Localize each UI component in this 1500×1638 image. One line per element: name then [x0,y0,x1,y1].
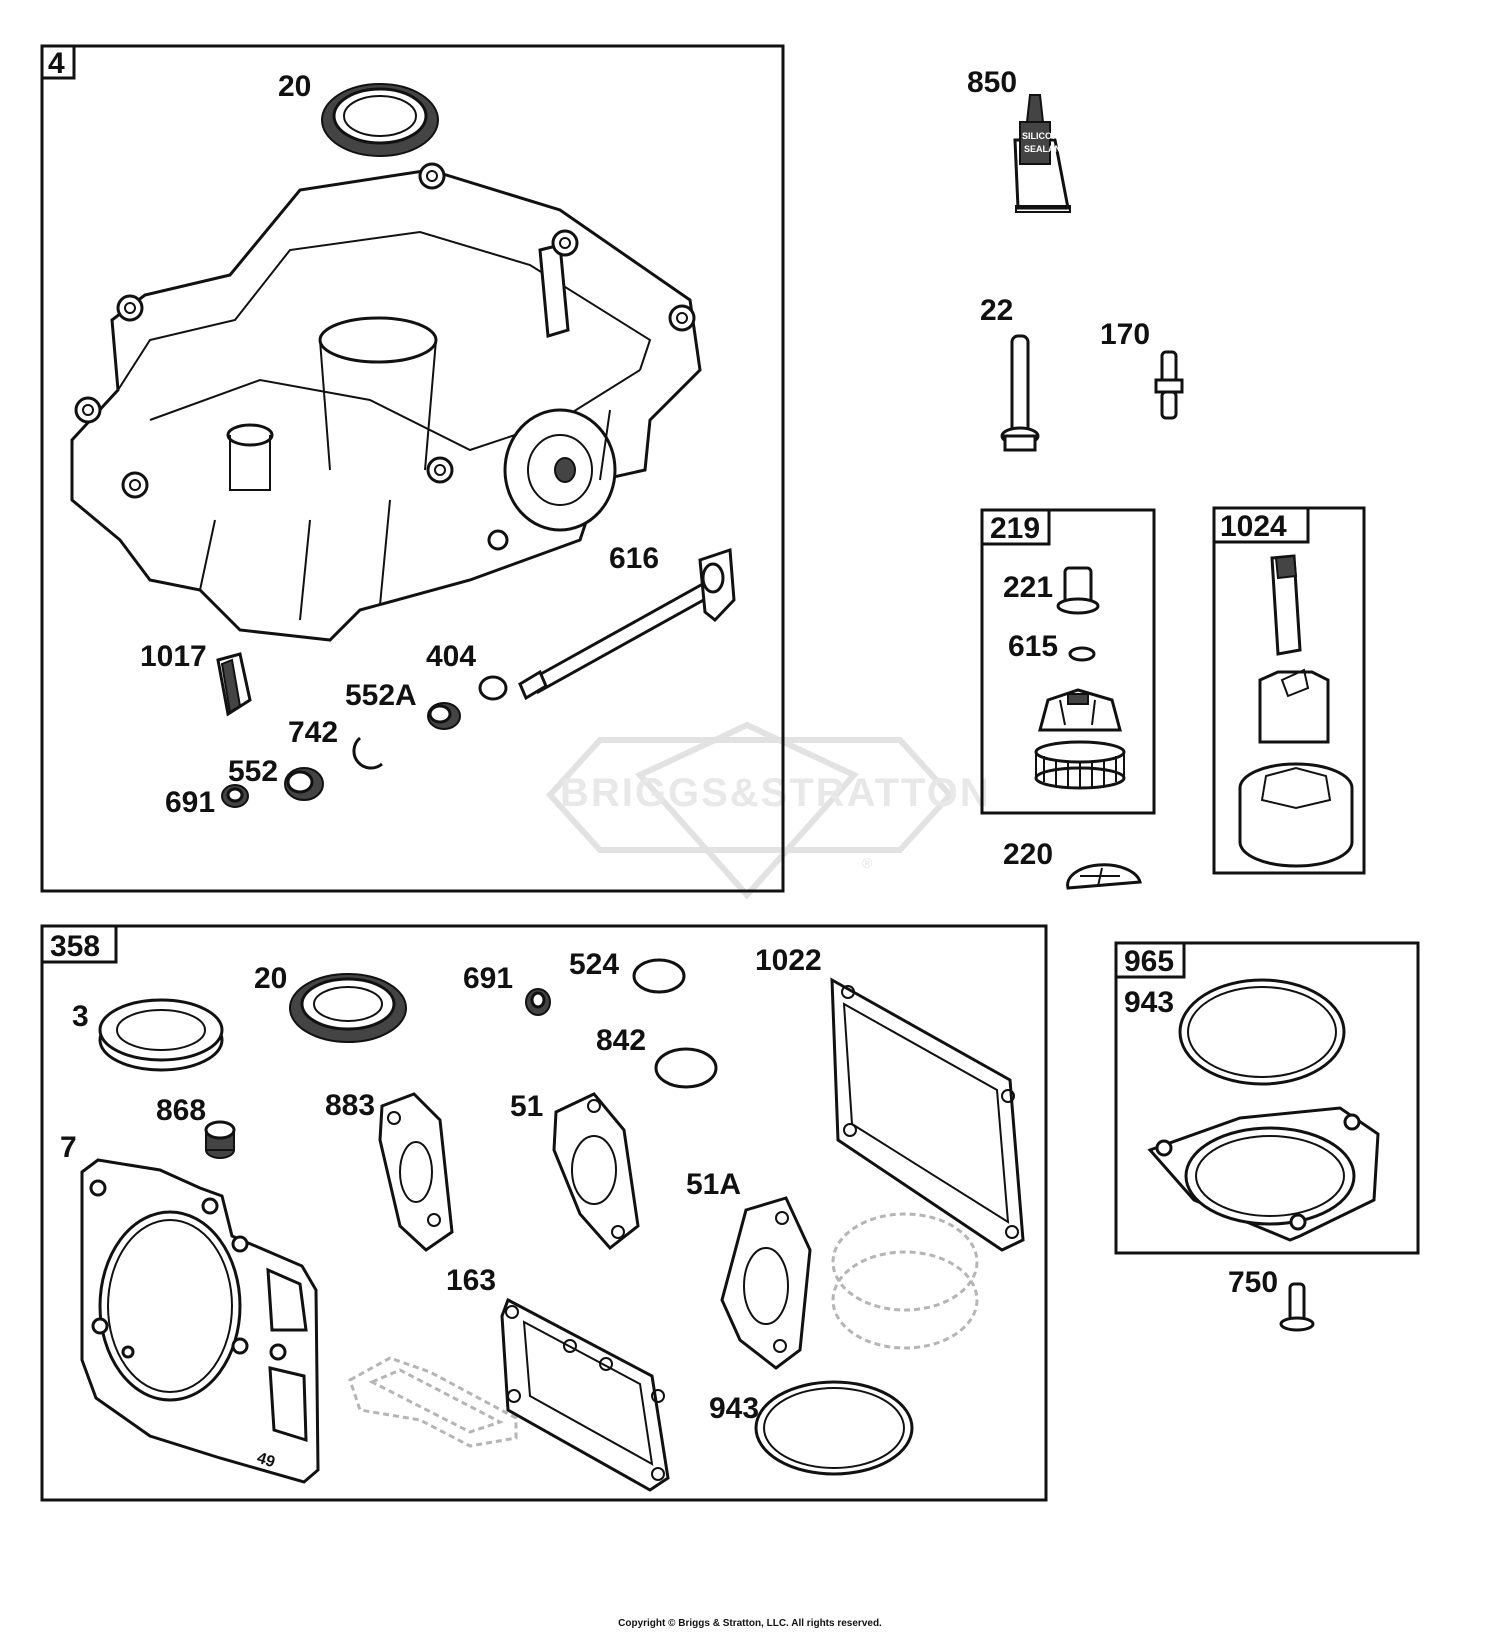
watermark-diamond [635,721,859,900]
gasket-51A[interactable] [720,1196,812,1370]
oil-pump-inner-rotor[interactable] [1258,668,1330,744]
callout-22[interactable]: 22 [980,294,1013,327]
callout-1017[interactable]: 1017 [140,640,207,673]
crankcase-housing[interactable] [70,162,702,642]
group-965-panel: 965 943 [1114,941,1420,1255]
governor-cup-221[interactable] [1056,566,1100,615]
part-1017[interactable] [216,652,252,717]
tube-label-line2: SEALANT [1024,144,1067,154]
head-gasket-7[interactable]: 49 [80,1158,320,1484]
ring-943-965[interactable] [1178,978,1346,1086]
bolt-750[interactable] [1279,1282,1315,1332]
callout-170[interactable]: 170 [1100,318,1150,351]
bushing-552[interactable] [284,767,324,801]
group-965-frame [1114,941,1420,1255]
group-1024-panel: 1024 [1212,506,1366,875]
callout-524[interactable]: 524 [569,948,619,981]
clip-742[interactable] [352,736,383,770]
ghost-gasket [348,1356,518,1448]
callout-51[interactable]: 51 [510,1090,543,1123]
group-219-tag-label[interactable]: 219 [990,512,1040,545]
pump-cover-plate[interactable] [1147,1106,1380,1242]
gasket-163[interactable] [500,1297,670,1492]
ring-404[interactable] [478,675,508,701]
governor-gear[interactable] [1034,688,1126,790]
callout-883[interactable]: 883 [325,1089,375,1122]
callout-742[interactable]: 742 [288,716,338,749]
callout-51A[interactable]: 51A [686,1168,741,1201]
sealant-tube-850[interactable]: SILICONE SEALANT [1013,94,1071,213]
group-1024-tag-label[interactable]: 1024 [1220,510,1287,543]
callout-404[interactable]: 404 [426,640,476,673]
callout-7[interactable]: 7 [60,1131,77,1164]
bolt-22[interactable] [1000,334,1040,452]
group-4-panel: 4 20 [40,44,785,893]
callout-1022[interactable]: 1022 [755,944,822,977]
callout-3[interactable]: 3 [72,1000,89,1033]
governor-shaft-616[interactable] [518,547,736,701]
watermark-text: BRIGGS&STRATTON [560,771,991,815]
callout-220[interactable]: 220 [1003,838,1053,871]
callout-615[interactable]: 615 [1008,630,1058,663]
watermark-registered: ® [862,855,874,871]
callout-842[interactable]: 842 [596,1024,646,1057]
callout-750[interactable]: 750 [1228,1266,1278,1299]
group-965-tag [1114,941,1186,979]
group-358-frame [40,924,1048,1502]
callout-850[interactable]: 850 [967,66,1017,99]
group-1024-tag [1212,506,1310,544]
callout-691-top[interactable]: 691 [165,786,215,819]
washer-615[interactable] [1068,646,1096,662]
group-219-panel: 219 221 615 [980,508,1156,815]
seal-868[interactable] [204,1120,236,1159]
group-219-frame [980,508,1156,815]
watermark-hexagon [545,737,955,853]
watermark: BRIGGS&STRATTON ® [545,721,991,900]
seal-3[interactable] [98,998,224,1072]
pin-170[interactable] [1154,350,1184,420]
group-965-tag-label[interactable]: 965 [1124,945,1174,978]
callout-943-kit[interactable]: 943 [709,1392,759,1425]
group-4-tag [40,44,76,80]
tube-label-line1: SILICONE [1022,131,1065,141]
callout-552[interactable]: 552 [228,755,278,788]
callout-943-965[interactable]: 943 [1124,986,1174,1019]
group-219-tag [980,508,1051,546]
seal-691-kit[interactable] [525,988,551,1016]
seal-691-top[interactable] [221,784,249,808]
gasket-883[interactable] [378,1092,454,1252]
gasket-1022[interactable] [830,977,1025,1252]
group-358-tag-label[interactable]: 358 [50,930,100,963]
ring-842[interactable] [654,1047,718,1089]
seal-20-kit[interactable] [289,973,407,1043]
oil-pump-shaft[interactable] [1270,554,1302,656]
group-4-frame [40,44,785,893]
seal-20[interactable] [321,83,439,157]
callout-163[interactable]: 163 [446,1264,496,1297]
callout-552A[interactable]: 552A [345,679,417,712]
callout-616[interactable]: 616 [609,542,659,575]
oil-pump-outer-rotor[interactable] [1238,762,1354,868]
bushing-552A[interactable] [427,702,461,730]
group-358-panel: 358 3 20 691 524 842 1 [40,924,1048,1502]
group-4-tag-label[interactable]: 4 [48,47,65,80]
copyright-notice: Copyright © Briggs & Stratton, LLC. All … [618,1618,882,1629]
callout-868[interactable]: 868 [156,1094,206,1127]
gasket-51[interactable] [552,1092,640,1251]
callout-20-top[interactable]: 20 [278,70,311,103]
callout-691-kit[interactable]: 691 [463,962,513,995]
group-358-tag [40,924,118,964]
callout-221[interactable]: 221 [1003,571,1053,604]
gear-220[interactable] [1066,863,1142,890]
gasket-marking: 49 [255,1450,277,1472]
ghost-ring [831,1212,979,1350]
callout-20-kit[interactable]: 20 [254,962,287,995]
ring-943-kit[interactable] [754,1380,914,1476]
ring-524[interactable] [632,958,686,994]
